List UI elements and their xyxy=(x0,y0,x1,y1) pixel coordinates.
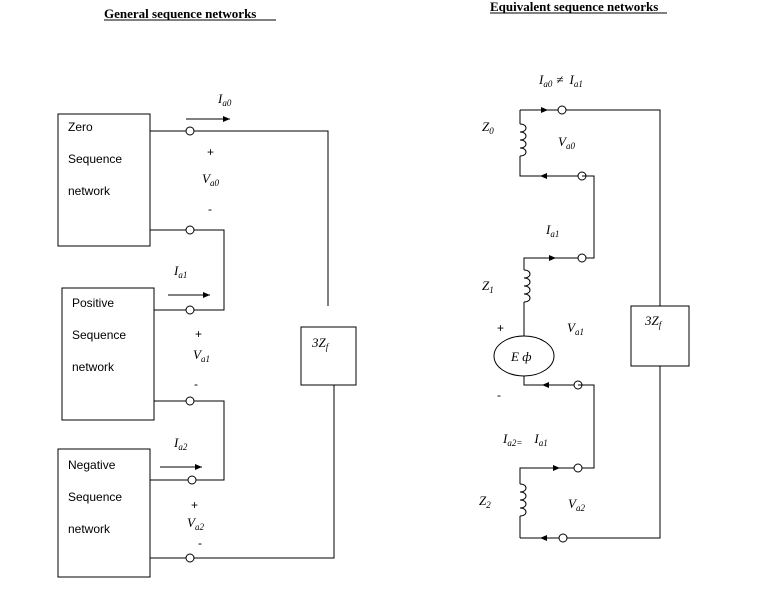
label-r-va1: Va1 xyxy=(567,320,584,337)
wire-r-positive-to-negative xyxy=(578,384,595,469)
terminal-zero-top xyxy=(185,126,195,136)
terminal-negative-top xyxy=(187,475,197,485)
terminal-r-a2-bottom xyxy=(558,533,568,543)
negative-box-line3: network xyxy=(68,522,111,536)
r-minus-a1: - xyxy=(497,388,501,402)
wire-r-positive-bottom xyxy=(523,376,578,386)
right-fault-impedance-box xyxy=(630,305,690,367)
terminal-r-a1-top xyxy=(577,253,587,263)
wire-bottom-to-fault xyxy=(150,385,335,559)
positive-box-line3: network xyxy=(72,360,115,374)
plus-a2: + xyxy=(191,498,198,512)
wire-top-to-fault xyxy=(150,130,329,306)
left-fault-impedance-box xyxy=(300,326,357,386)
label-ia0-neq-ia1: Ia0≠Ia1 xyxy=(538,72,583,89)
wire-r-zero-to-positive xyxy=(582,175,595,259)
zero-box-line1: Zero xyxy=(68,120,93,134)
left-fault-label: 3Zf xyxy=(311,335,330,352)
label-va0: Va0 xyxy=(202,171,219,188)
minus-a1: - xyxy=(194,377,198,391)
label-va1: Va1 xyxy=(193,347,210,364)
label-r-va2: Va2 xyxy=(568,496,585,513)
terminal-negative-bottom xyxy=(185,553,195,563)
r-plus-a1: + xyxy=(497,321,504,335)
negative-box-line1: Negative xyxy=(68,458,116,472)
terminal-zero-bottom xyxy=(185,225,195,235)
negative-sequence-box xyxy=(57,448,151,578)
zero-box-line2: Sequence xyxy=(68,152,122,166)
negative-box-line2: Sequence xyxy=(68,490,122,504)
positive-sequence-box xyxy=(61,287,155,421)
label-ia2: Ia2 xyxy=(173,435,188,452)
terminal-r-a0-top xyxy=(557,105,567,115)
label-r-va0: Va0 xyxy=(558,134,575,151)
left-title: General sequence networks xyxy=(104,6,256,21)
label-va2: Va2 xyxy=(187,515,204,532)
terminal-r-a2-top xyxy=(573,463,583,473)
z0-coil xyxy=(519,123,527,157)
plus-a0: + xyxy=(207,145,214,159)
positive-box-line2: Sequence xyxy=(72,328,126,342)
zero-sequence-box xyxy=(57,113,151,247)
z2-coil xyxy=(519,483,527,517)
label-ia0: Ia0 xyxy=(217,91,232,108)
label-ia2-eq-ia1: Ia2=Ia1 xyxy=(502,431,548,448)
right-fault-label: 3Zf xyxy=(644,313,663,330)
terminal-positive-bottom xyxy=(185,396,195,406)
label-ia1: Ia1 xyxy=(173,263,187,280)
minus-a2: - xyxy=(198,536,202,550)
wire-right-bottom xyxy=(520,366,661,539)
wire-r-negative-top xyxy=(519,467,578,484)
positive-box-line1: Positive xyxy=(72,296,114,310)
label-z2: Z2 xyxy=(479,493,491,510)
zero-box-line3: network xyxy=(68,184,111,198)
source-label: E ф xyxy=(510,349,531,364)
minus-a0: - xyxy=(208,202,212,216)
wire-r-positive-top xyxy=(523,257,582,270)
label-z0: Z0 xyxy=(482,119,494,136)
z1-coil xyxy=(523,269,531,303)
wire-right-top xyxy=(520,109,661,306)
wire-positive-to-negative xyxy=(150,400,225,481)
terminal-positive-top xyxy=(185,305,195,315)
label-r-ia1: Ia1 xyxy=(545,222,559,239)
z0-lead-bottom xyxy=(519,156,582,177)
label-z1: Z1 xyxy=(482,278,494,295)
plus-a1: + xyxy=(195,327,202,341)
right-title: Equivalent sequence networks xyxy=(490,0,658,14)
